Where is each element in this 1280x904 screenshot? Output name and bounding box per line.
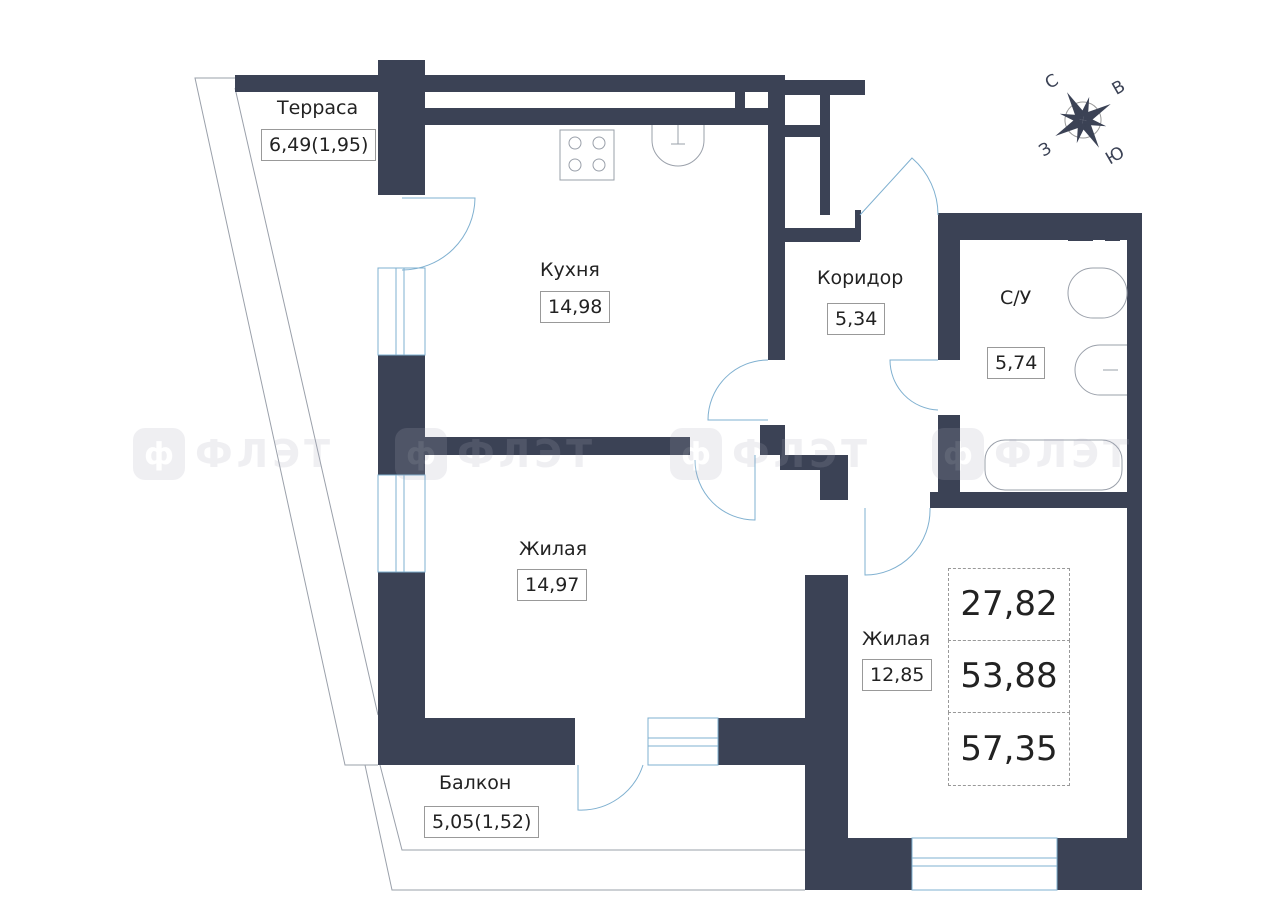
- doors: [401, 157, 939, 811]
- compass-rose-icon: [1055, 92, 1111, 148]
- vent-icon: [1068, 233, 1093, 241]
- terrace-outline: [194, 77, 379, 766]
- watermark-logo: ф: [932, 428, 984, 480]
- watermark-text: ФЛЭТ: [195, 432, 335, 476]
- room-name-bathroom: С/У: [1000, 287, 1032, 309]
- room-area-balcony: 5,05(1,52): [424, 806, 540, 838]
- watermark-logo: ф: [133, 428, 185, 480]
- room-area-corridor: 5,34: [827, 303, 886, 335]
- room-area-bathroom: 5,74: [987, 347, 1046, 379]
- room-name-corridor: Коридор: [817, 267, 904, 289]
- room-name-kitchen: Кухня: [540, 259, 600, 281]
- apartment-area-total: 53,88: [948, 640, 1070, 713]
- balcony-outline: [364, 764, 805, 891]
- watermark-text: ФЛЭТ: [732, 432, 872, 476]
- living-area-total: 27,82: [948, 568, 1070, 641]
- watermark-text: ФЛЭТ: [994, 432, 1134, 476]
- room-area-living-1: 14,97: [517, 569, 588, 601]
- watermark-text: ФЛЭТ: [457, 432, 597, 476]
- area-total-with-outdoor: 57,35: [948, 712, 1070, 786]
- room-area-kitchen: 14,98: [540, 291, 611, 323]
- bathroom-sink-icon: [1074, 344, 1127, 396]
- room-area-living-2: 12,85: [862, 659, 933, 691]
- stove-icon: [559, 129, 615, 181]
- room-area-terrace: 6,49(1,95): [261, 129, 377, 161]
- room-name-terrace: Терраса: [277, 97, 359, 119]
- toilet-icon: [1067, 267, 1128, 319]
- watermark-logo: ф: [395, 428, 447, 480]
- sink-icon: [651, 125, 705, 167]
- room-name-balcony: Балкон: [439, 772, 512, 794]
- room-name-living-2: Жилая: [862, 628, 931, 650]
- watermark-logo: ф: [670, 428, 722, 480]
- walls: [235, 60, 1142, 890]
- room-name-living-1: Жилая: [519, 538, 588, 560]
- bathtub-icon: [984, 439, 1123, 491]
- windows: [377, 267, 1058, 891]
- vent-icon: [1105, 233, 1120, 241]
